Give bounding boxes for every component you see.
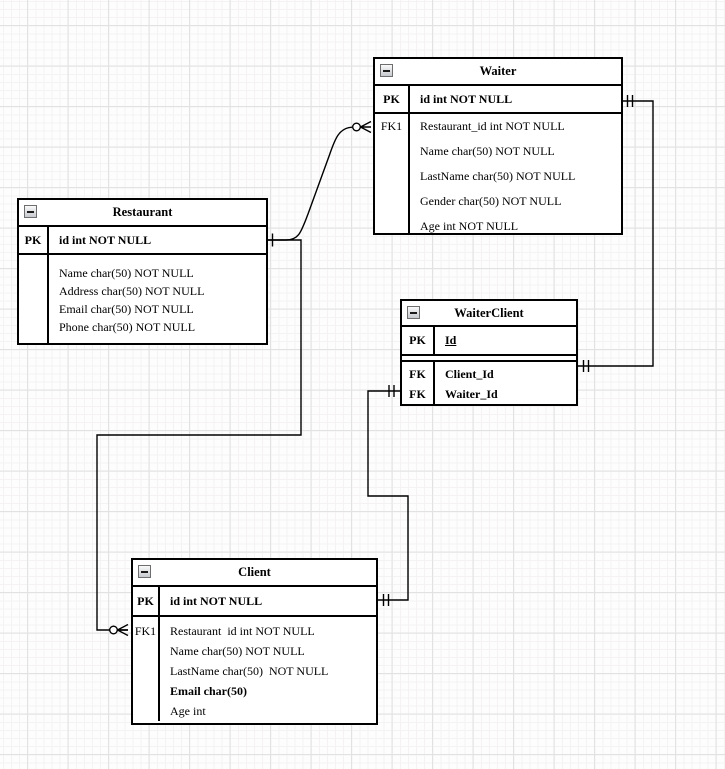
zero-circle [352,122,362,132]
entity-table-waiterclient[interactable]: WaiterClient PK Id FK FK Client_Id Waite… [400,299,578,406]
table-body: FK1 Restaurant_id int NOT NULL Name char… [375,114,621,233]
field-row: LastName char(50) NOT NULL [420,169,576,183]
key-label: FK1 [134,624,157,638]
connector-waiter-waiterclient[interactable] [578,95,654,372]
table-header: Restaurant [19,200,266,227]
table-header: Waiter [375,59,621,86]
field-row: Name char(50) NOT NULL [170,644,305,658]
connector-waiterclient-client[interactable] [367,385,409,606]
table-title: Waiter [479,64,517,78]
collapse-minus-icon[interactable] [24,205,37,218]
key-label: FK1 [380,119,403,133]
field-row: LastName char(50) NOT NULL [170,664,329,678]
crowfoot-many [360,120,372,134]
collapse-minus-icon[interactable] [380,64,393,77]
key-column: FK1 [133,617,160,721]
key-label: FK [409,387,426,401]
pk-field: id int NOT NULL [420,92,513,106]
entity-table-client[interactable]: Client PK id int NOT NULL FK1 Restaurant… [131,558,378,725]
field-row: Restaurant_id int NOT NULL [420,119,565,133]
field-row: Client_Id [445,367,494,381]
pk-row: PK Id [402,327,576,356]
field-row: Name char(50) NOT NULL [59,266,194,280]
field-column: Restaurant_id int NOT NULL Name char(50)… [410,114,621,233]
pk-key-label: PK [375,86,410,112]
pk-row: PK id int NOT NULL [19,227,266,255]
crowfoot-many [117,623,129,637]
field-row: Name char(50) NOT NULL [420,144,555,158]
field-row: Email char(50) NOT NULL [59,302,194,316]
entity-table-waiter[interactable]: Waiter PK id int NOT NULL FK1 Restaurant… [373,57,623,235]
field-column: Client_Id Waiter_Id [435,362,576,406]
key-column [19,255,49,343]
pk-row: PK id int NOT NULL [375,86,621,114]
field-row: Age int NOT NULL [420,219,519,233]
table-header: WaiterClient [402,301,576,327]
field-row: Restaurant id int NOT NULL [170,624,315,638]
table-body: Name char(50) NOT NULL Address char(50) … [19,255,266,343]
key-column: FK FK [402,362,435,406]
key-column: FK1 [375,114,410,233]
table-header: Client [133,560,376,587]
entity-table-restaurant[interactable]: Restaurant PK id int NOT NULL Name char(… [17,198,268,345]
connector-restaurant-client[interactable] [96,239,302,637]
pk-key-label: PK [19,227,49,253]
collapse-minus-icon[interactable] [407,306,420,319]
pk-field: Id [445,333,457,347]
pk-key-label: PK [402,327,435,354]
field-row: Waiter_Id [445,387,498,401]
field-row: Gender char(50) NOT NULL [420,194,562,208]
field-column: Name char(50) NOT NULL Address char(50) … [49,255,266,343]
table-body: FK1 Restaurant id int NOT NULL Name char… [133,617,376,721]
table-title: WaiterClient [454,306,524,320]
collapse-minus-icon[interactable] [138,565,151,578]
table-title: Client [238,565,271,579]
pk-row: PK id int NOT NULL [133,587,376,617]
field-row: Age int [170,704,206,718]
pk-key-label: PK [133,587,160,615]
field-row: Phone char(50) NOT NULL [59,320,196,334]
zero-circle [108,625,118,635]
table-body: FK FK Client_Id Waiter_Id [402,360,576,406]
connector-restaurant-waiter[interactable] [268,120,372,247]
table-title: Restaurant [112,205,173,219]
key-label: FK [409,367,426,381]
pk-field: id int NOT NULL [59,233,152,247]
field-column: Restaurant id int NOT NULL Name char(50)… [160,617,376,721]
pk-field: id int NOT NULL [170,594,263,608]
field-row: Email char(50) [170,684,247,698]
field-row: Address char(50) NOT NULL [59,284,205,298]
